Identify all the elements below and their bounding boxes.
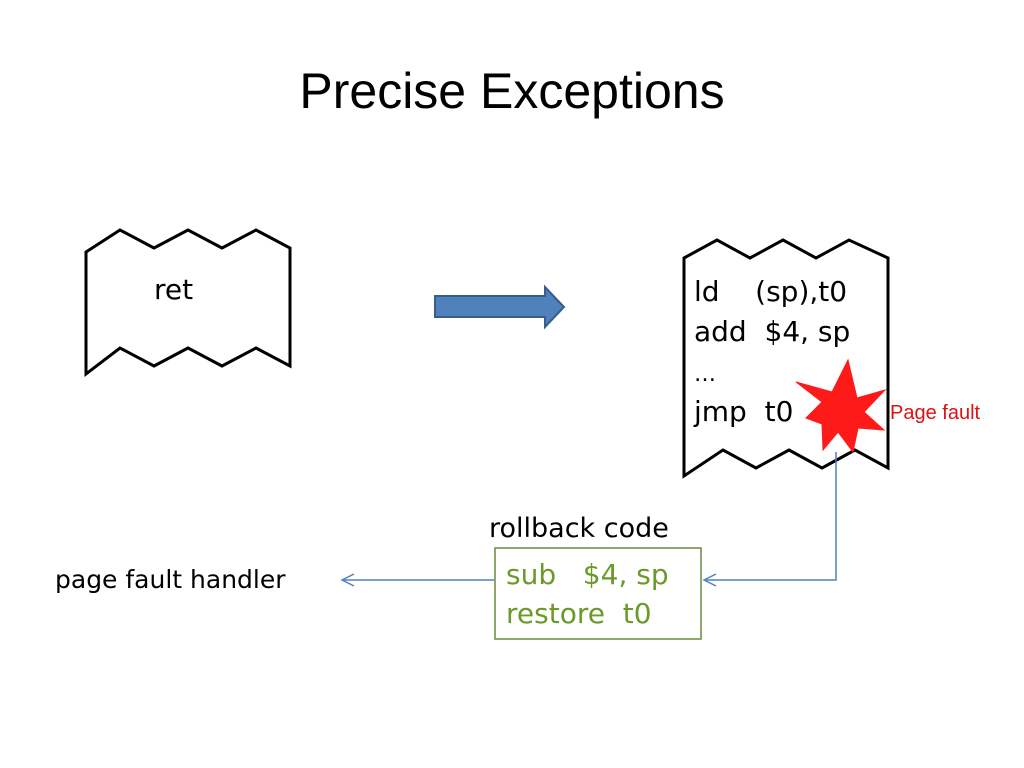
handler-arrowhead-icon <box>340 573 355 587</box>
left-block-text: ret <box>154 273 194 306</box>
slide-title: Precise Exceptions <box>299 63 725 119</box>
rollback-line-1: sub $4, sp <box>506 558 669 591</box>
rollback-arrowhead-icon <box>702 573 717 587</box>
rollback-heading: rollback code <box>489 513 669 544</box>
right-block-line-1: ld (sp),t0 <box>694 275 848 308</box>
right-block-line-3: … <box>694 362 716 387</box>
rollback-code-box <box>494 547 702 640</box>
right-block-line-2: add $4, sp <box>694 315 851 348</box>
fault-to-rollback-connector <box>706 452 837 581</box>
page-fault-burst-icon <box>795 358 887 454</box>
transform-arrow-icon <box>434 284 566 330</box>
rollback-line-2: restore t0 <box>506 597 652 630</box>
left-code-block <box>84 228 292 378</box>
page-fault-label: Page fault <box>890 402 981 424</box>
right-block-line-4: jmp t0 <box>694 395 794 428</box>
page-fault-handler-label: page fault handler <box>55 565 286 594</box>
